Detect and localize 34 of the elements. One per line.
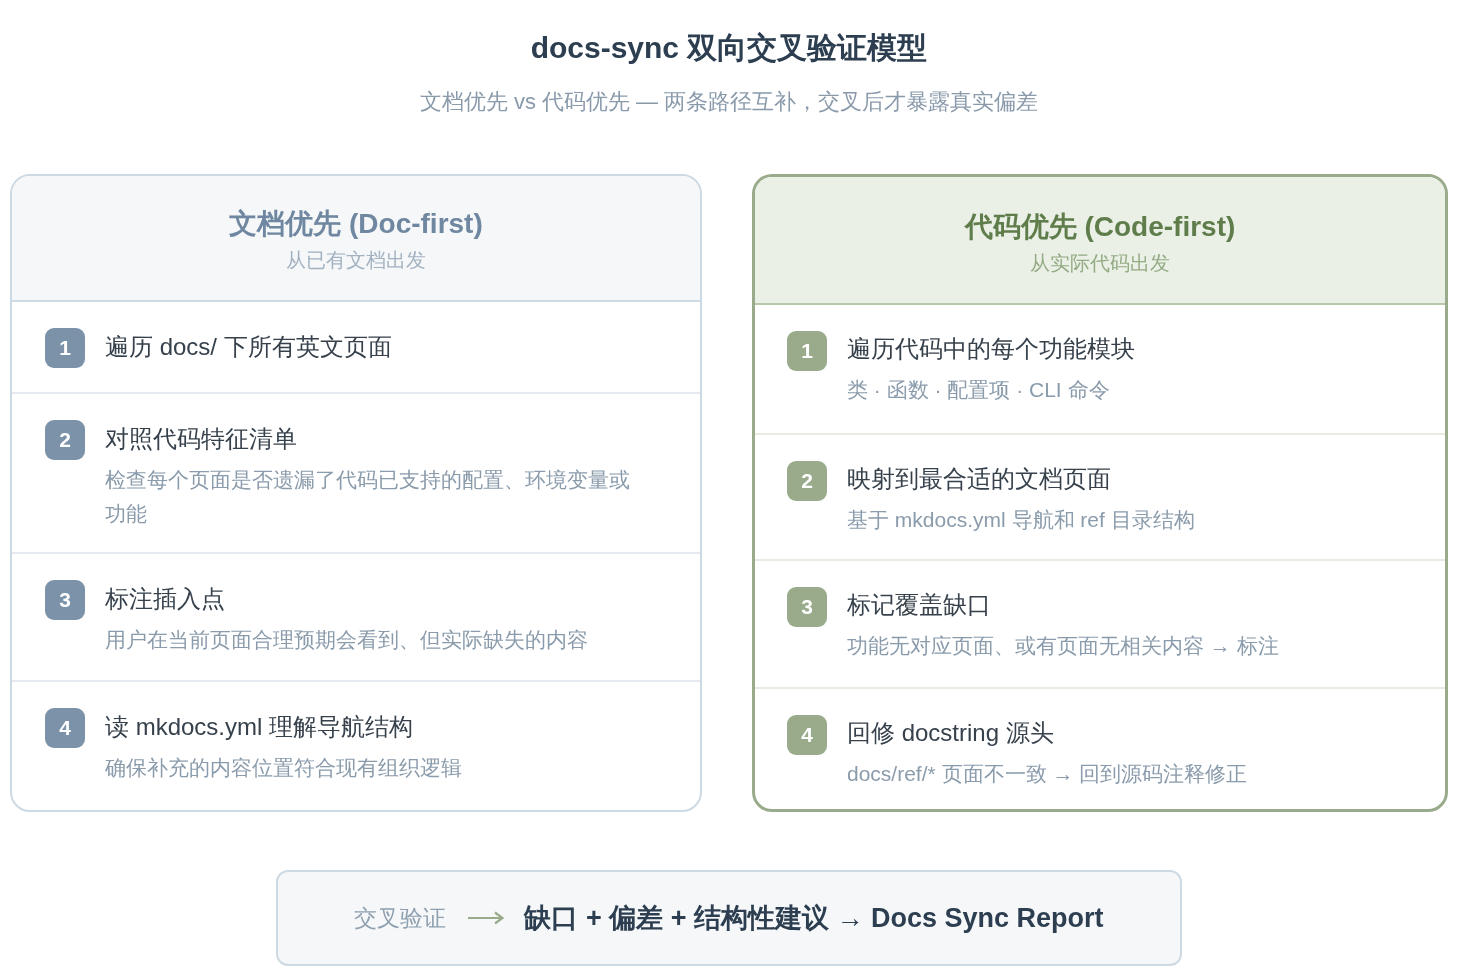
step-number: 4 [45, 708, 85, 748]
diagram-subtitle: 文档优先 vs 代码优先 — 两条路径互补，交叉后才暴露真实偏差 [419, 89, 1039, 114]
panel-title: 文档优先 (Doc-first) [229, 208, 483, 239]
step-number: 1 [45, 328, 85, 368]
flow-label: 交叉验证 [354, 903, 447, 933]
step-number: 3 [45, 580, 85, 620]
step-number: 4 [787, 715, 827, 755]
step-description: 检查每个页面是否遗漏了代码已支持的配置、环境变量或功能 [105, 467, 631, 527]
step-title: 读 mkdocs.yml 理解导航结构 [105, 712, 414, 742]
step-title: 遍历代码中的每个功能模块 [847, 334, 1136, 364]
step-title: 对照代码特征清单 [105, 424, 298, 454]
step-title: 回修 docstring 源头 [847, 718, 1055, 748]
step-description: 类 · 函数 · 配置项 · CLI 命令 [847, 377, 1111, 403]
step-description: docs/ref/* 页面不一致 → 回到源码注释修正 [847, 761, 1249, 787]
step-description: 基于 mkdocs.yml 导航和 ref 目录结构 [847, 507, 1196, 533]
step-title: 标记覆盖缺口 [847, 590, 992, 620]
step-title: 遍历 docs/ 下所有英文页面 [105, 332, 393, 362]
step-number: 2 [45, 420, 85, 460]
summary-box [276, 870, 1182, 966]
step-title: 标注插入点 [105, 584, 226, 614]
panel-subtitle: 从已有文档出发 [286, 249, 426, 271]
step-description: 用户在当前页面合理预期会看到、但实际缺失的内容 [105, 627, 589, 653]
step-number: 1 [787, 331, 827, 371]
result-text: 缺口 + 偏差 + 结构性建议 → Docs Sync Report [524, 902, 1104, 935]
step-number: 2 [787, 461, 827, 501]
panel-title: 代码优先 (Code-first) [964, 211, 1236, 242]
process-panel [752, 174, 1448, 812]
step-description: 功能无对应页面、或有页面无相关内容 → 标注 [847, 633, 1280, 659]
process-panel [10, 174, 702, 812]
panel-subtitle: 从实际代码出发 [1030, 252, 1170, 274]
step-description: 确保补充的内容位置符合现有组织逻辑 [105, 755, 463, 781]
diagram-title: docs-sync 双向交叉验证模型 [530, 31, 928, 64]
step-number: 3 [787, 587, 827, 627]
step-title: 映射到最合适的文档页面 [847, 464, 1112, 494]
